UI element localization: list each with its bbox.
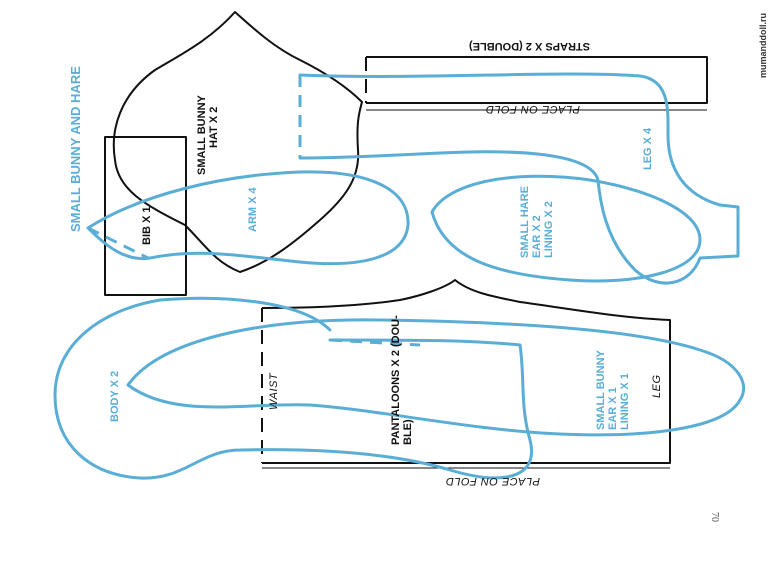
bunny-ear-label-line2: EAR X 1 [607, 387, 619, 430]
pant-leg-label: LEG [651, 374, 663, 398]
pantaloons-outline [261, 279, 671, 464]
leg-outline [298, 72, 740, 285]
bunny-ear-label-line1: SMALL BUNNY [595, 349, 607, 430]
page-number: 70 [709, 512, 720, 522]
arm-label: ARM X 4 [247, 187, 259, 233]
hare-ear-outline [430, 174, 702, 283]
body-label: BODY X 2 [109, 371, 121, 422]
bib-outline [104, 136, 187, 296]
straps-label: STRAPS X 2 (DOUBLE) [469, 40, 590, 52]
waist-label: WAIST [268, 372, 280, 410]
watermark: mumanddoll.ru [758, 13, 768, 78]
body-fold-edge [329, 338, 421, 347]
leg-label: LEG X 4 [642, 127, 654, 170]
bunny-ear-label-line3: LINING X 1 [619, 373, 631, 430]
straps-outline [366, 56, 708, 104]
bib-label: BIB X 1 [141, 206, 153, 245]
sheet-title: SMALL BUNNY AND HARE [68, 66, 83, 232]
place-on-fold-top: PLACE ON FOLD [485, 103, 580, 115]
hat-outline [112, 11, 363, 273]
pantaloons-label-line2: BLE) [402, 419, 414, 445]
arm-outline [86, 170, 410, 266]
hat-label-line2: HAT X 2 [208, 107, 220, 148]
hare-ear-label-line2: EAR X 2 [531, 215, 543, 258]
bunny-ear-outline [126, 318, 746, 437]
hat-label-line1: SMALL BUNNY [196, 94, 208, 175]
hare-ear-label-line1: SMALL HARE [519, 186, 531, 258]
pantaloons-label-line1: PANTALOONS X 2 (DOU- [390, 315, 402, 445]
place-on-fold-bottom: PLACE ON FOLD [445, 475, 540, 487]
arm-cut-line [87, 226, 149, 260]
hare-ear-label-line3: LINING X 2 [543, 201, 555, 258]
body-outline [53, 296, 533, 480]
